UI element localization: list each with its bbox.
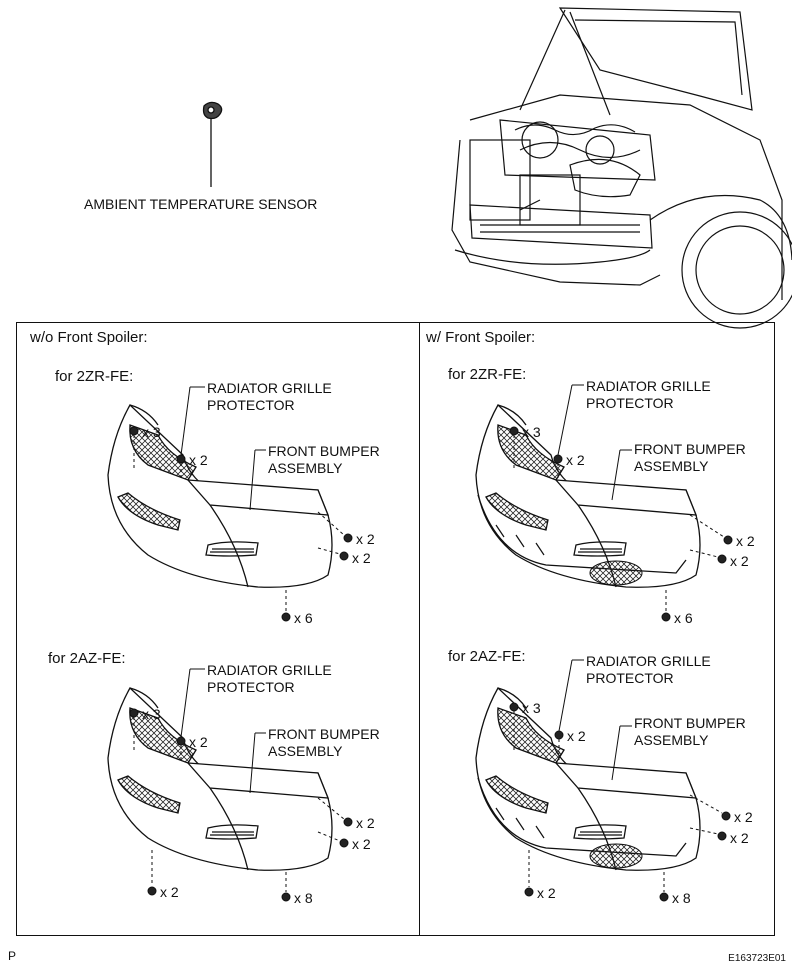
right-2zr-qty-side2: x 2 (730, 553, 749, 569)
right-2az-qty-grille-clip: x 2 (567, 728, 586, 744)
left-2az-qty-bottom-left: x 2 (160, 884, 179, 900)
car-front-hood-open-illustration (451, 7, 792, 329)
right-2az-qty-bottom-left: x 2 (537, 885, 556, 901)
left-2zr-qty-side2: x 2 (352, 550, 371, 566)
left-2zr-engine-label: for 2ZR-FE: (55, 368, 134, 385)
left-2az-qty-side2: x 2 (352, 836, 371, 852)
left-2zr-qty-side1: x 2 (356, 531, 375, 547)
bumper-w-spoiler-2zr-icon (475, 404, 701, 588)
right-2az-qty-bottom-right: x 8 (672, 890, 691, 906)
right-2zr-qty-top-clip: x 3 (522, 424, 541, 440)
right-2zr-qty-bottom-right: x 6 (674, 610, 693, 626)
ambient-temperature-sensor-label: AMBIENT TEMPERATURE SENSOR (84, 196, 318, 212)
left-2az-qty-bottom-right: x 8 (294, 890, 313, 906)
right-2az-engine-label: for 2AZ-FE: (448, 648, 526, 665)
right-2zr-qty-grille-clip: x 2 (566, 452, 585, 468)
left-2az-qty-top-clip: x 3 (142, 706, 161, 722)
left-2zr-qty-bottom-right: x 6 (294, 610, 313, 626)
right-2zr-engine-label: for 2ZR-FE: (448, 366, 527, 383)
footer-figure-code: E163723E01 (728, 953, 786, 964)
ambient-temperature-sensor-icon (202, 101, 223, 187)
right-2az-qty-side2: x 2 (730, 830, 749, 846)
left-2zr-qty-top-clip: x 3 (142, 424, 161, 440)
left-2az-qty-grille-clip: x 2 (189, 734, 208, 750)
left-2az-engine-label: for 2AZ-FE: (48, 650, 126, 667)
panel-with-front-spoiler (419, 322, 775, 936)
bumper-w-spoiler-2az-icon (475, 687, 701, 871)
footer-left-code: P (8, 949, 17, 963)
panel-title-with-spoiler: w/ Front Spoiler: (426, 329, 536, 346)
right-2az-qty-side1: x 2 (734, 809, 753, 825)
panel-title-without-spoiler: w/o Front Spoiler: (30, 329, 148, 346)
right-2az-qty-top-clip: x 3 (522, 700, 541, 716)
right-2zr-qty-side1: x 2 (736, 533, 755, 549)
left-2zr-qty-grille-clip: x 2 (189, 452, 208, 468)
left-2az-qty-side1: x 2 (356, 815, 375, 831)
